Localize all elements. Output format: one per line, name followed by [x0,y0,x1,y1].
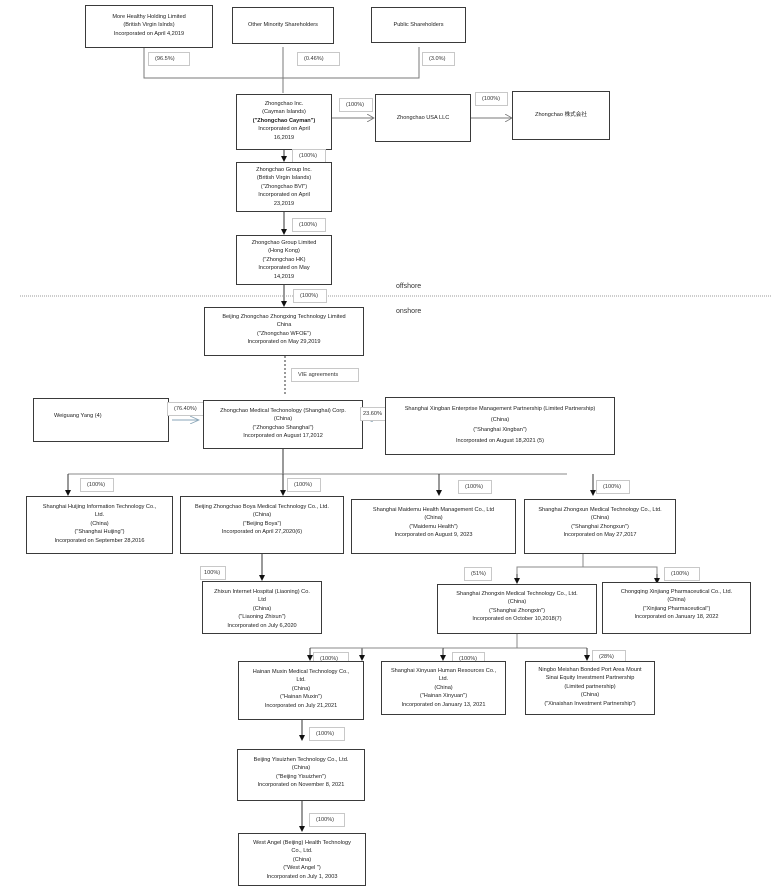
connector-shareholders [143,47,420,93]
ownership-label: (100%) [339,98,373,112]
ownership-label: (100%) [292,218,326,232]
entity-other-minority[interactable]: Other Minority Shareholders [232,7,334,44]
ownership-label: (100%) [309,727,345,741]
ownership-label: (100%) [475,92,508,106]
ownership-label: (100%) [596,480,630,494]
entity-beijing-boya[interactable]: Beijing Zhongchao Boya Medical Technolog… [180,496,344,554]
entity-west-angel[interactable]: West Angel (Beijing) Health Technology C… [238,833,366,886]
entity-zhongchao-hk[interactable]: Zhongchao Group Limited (Hong Kong) ("Zh… [236,235,332,285]
ownership-label: (3.0%) [422,52,455,66]
entity-xinjiang-pharmaceutical[interactable]: Chongqing Xinjiang Pharmaceutical Co., L… [602,582,751,634]
ownership-label: (100%) [292,149,326,163]
entity-more-healthy[interactable]: More Healthy Holding Limited (British Vi… [85,5,213,48]
ownership-label: (100%) [293,289,327,303]
entity-zhongchao-shanghai[interactable]: Zhongchao Medical Techonology (Shanghai)… [203,400,363,449]
entity-zhongchao-cayman[interactable]: Zhongchao Inc. (Cayman Islands) ("Zhongc… [236,94,332,150]
ownership-label: (100%) [309,813,345,827]
entity-maidemu-health[interactable]: Shanghai Maidemu Health Management Co., … [351,499,516,554]
ownership-label: (100%) [664,567,700,581]
ownership-label: 23.60% [360,407,386,421]
vie-agreements-label: VIE agreements [291,368,359,382]
entity-xinaishan-partnership[interactable]: Ningbo Meishan Bonded Port Area Mount Si… [525,661,655,715]
entity-public-shareholders[interactable]: Public Shareholders [371,7,466,43]
ownership-label: 100%) [200,566,226,580]
ownership-label: (0.46%) [297,52,340,66]
entity-zhongchao-bvi[interactable]: Zhongchao Group Inc. (British Virgin Isl… [236,162,332,212]
entity-weiguang-yang[interactable]: Weiguang Yang (4) [33,398,169,442]
entity-hainan-muxin[interactable]: Hainan Muxin Medical Technology Co., Ltd… [238,661,364,720]
ownership-label: (100%) [287,478,321,492]
entity-zhongchao-japan[interactable]: Zhongchao 株式会社 [512,91,610,140]
ownership-label: (96.5%) [148,52,190,66]
ownership-label: (100%) [458,480,492,494]
entity-zhongchao-usa[interactable]: Zhongchao USA LLC [375,94,471,142]
entity-shanghai-zhongxun[interactable]: Shanghai Zhongxun Medical Technology Co.… [524,499,676,554]
entity-shanghai-huijing[interactable]: Shanghai Huijing Information Technology … [26,496,173,554]
entity-shanghai-xingban[interactable]: Shanghai Xingban Enterprise Management P… [385,397,615,455]
entity-beijing-yisuizhen[interactable]: Beijing Yisuizhen Technology Co., Ltd. (… [237,749,365,801]
ownership-label: (51%) [464,567,492,581]
offshore-label: offshore [396,283,422,290]
entity-liaoning-zhixun[interactable]: Zhixun Internet Hospital (Liaoning) Co. … [202,581,322,634]
onshore-label: onshore [396,308,422,315]
entity-shanghai-zhongxin[interactable]: Shanghai Zhongxin Medical Technology Co.… [437,584,597,634]
ownership-label: (100%) [80,478,114,492]
entity-hainan-xinyuan[interactable]: Shanghai Xinyuan Human Resources Co., Lt… [381,661,506,715]
ownership-label: (28%) [592,650,626,664]
entity-zhongchao-wfoe[interactable]: Beijing Zhongchao Zhongxing Technology L… [204,307,364,356]
ownership-label: (76.40%) [167,402,208,416]
